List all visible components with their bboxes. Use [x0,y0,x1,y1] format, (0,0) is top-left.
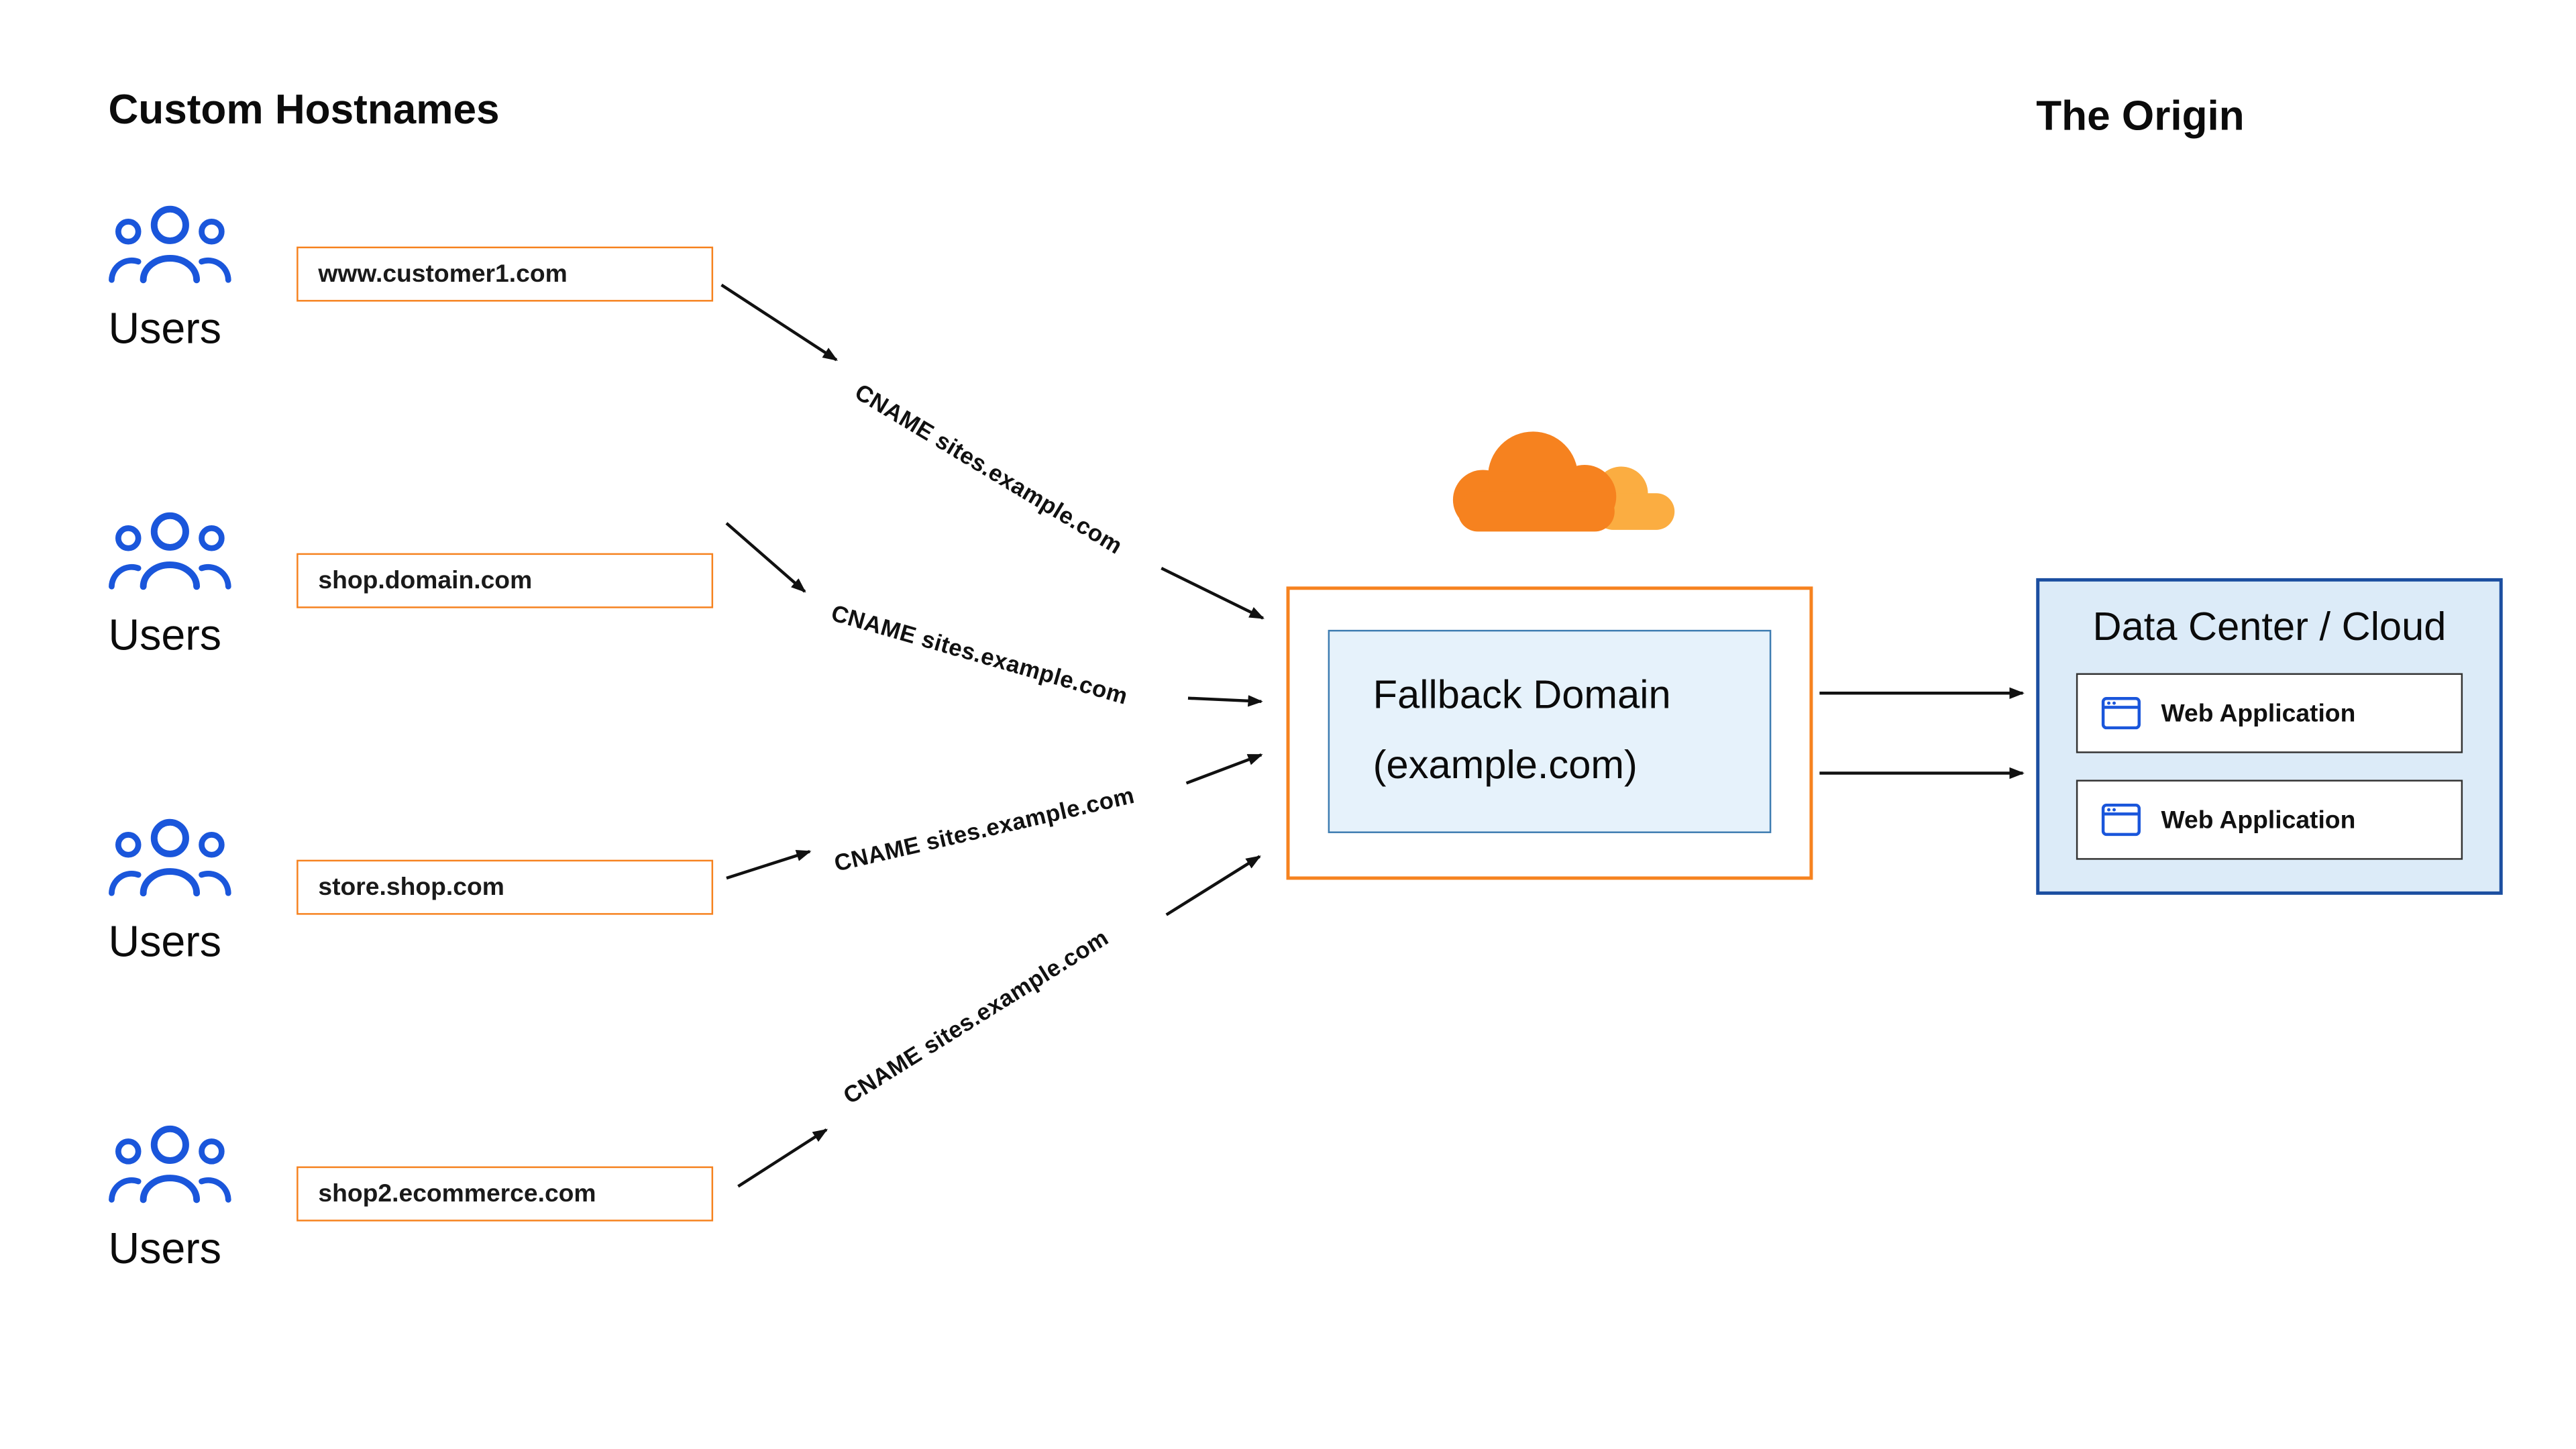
users-label: Users [108,303,222,354]
connector-row-4: CNAME sites.example.com [737,855,1261,1188]
web-application-label: Web Application [2161,698,2356,728]
fallback-domain-inner: Fallback Domain (example.com) [1328,629,1772,833]
browser-window-icon [2101,803,2141,837]
data-center-box: Data Center / Cloud Web Application Web … [2036,578,2503,895]
cname-label: CNAME sites.example.com [851,379,1127,559]
cname-label: CNAME sites.example.com [828,600,1130,710]
users-icon [109,1125,231,1203]
cloudflare-logo-icon [1452,431,1675,532]
cloudflare-main-cloud [1452,431,1617,532]
hostname-label: shop.domain.com [318,566,533,595]
fallback-domain-box: Fallback Domain (example.com) [1286,586,1813,880]
users-icon [109,818,231,897]
users-icon [109,205,231,284]
users-icon [109,512,231,590]
user-group-4: Users [108,1123,308,1275]
connector-row-3: CNAME sites.example.com [726,753,1263,880]
web-application-box-1: Web Application [2076,673,2463,753]
hostname-box-customer1: www.customer1.com [297,246,714,302]
connector-to-origin [1819,687,2025,780]
user-group-3: Users [108,816,308,968]
data-center-title: Data Center / Cloud [2092,604,2447,650]
origin-heading: The Origin [2036,93,2245,140]
web-application-label: Web Application [2161,805,2356,835]
hostname-box-shop-domain: shop.domain.com [297,553,714,608]
user-group-1: Users [108,203,308,355]
hostname-box-store-shop: store.shop.com [297,859,714,915]
hostname-label: www.customer1.com [318,260,568,288]
hostname-box-shop2-ecommerce: shop2.ecommerce.com [297,1166,714,1222]
cname-label: CNAME sites.example.com [832,783,1137,877]
users-label: Users [108,1223,222,1273]
hostname-label: shop2.ecommerce.com [318,1179,596,1208]
users-label: Users [108,610,222,660]
cname-label: CNAME sites.example.com [839,925,1113,1110]
connector-row-2: CNAME sites.example.com [725,522,1263,710]
users-label: Users [108,916,222,967]
hostname-label: store.shop.com [318,873,504,902]
fallback-domain-line1: Fallback Domain [1373,673,1671,718]
web-application-box-2: Web Application [2076,780,2463,860]
connector-row-1: CNAME sites.example.com [720,283,1265,620]
fallback-domain-line2: (example.com) [1373,743,1638,788]
user-group-2: Users [108,510,308,661]
custom-hostnames-heading: Custom Hostnames [108,87,500,133]
browser-window-icon [2101,696,2141,730]
